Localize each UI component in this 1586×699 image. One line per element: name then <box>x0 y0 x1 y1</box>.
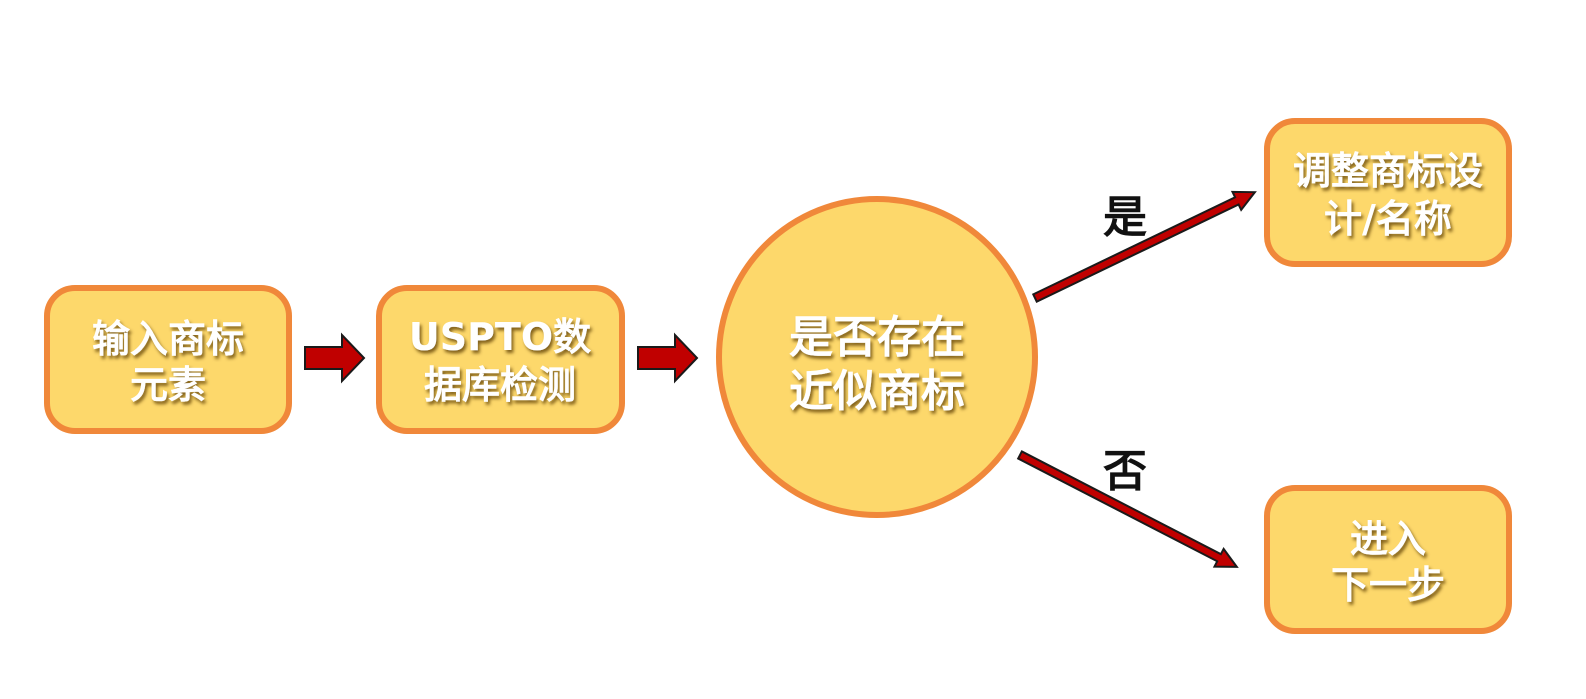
node-input-line-2: 元素 <box>130 363 206 407</box>
arrow-yes-branch <box>1031 190 1257 303</box>
node-adjust-box <box>1264 118 1512 267</box>
node-adjust-line-2: 计/名称 <box>1324 197 1452 241</box>
arrow-uspto-to-decision <box>637 332 699 384</box>
node-decision-line-1: 是否存在 <box>789 312 965 363</box>
node-decision-circle <box>716 196 1038 518</box>
node-uspto-check: USPTO数 据库检测 <box>376 285 625 434</box>
arrow-no-branch <box>1016 450 1239 568</box>
node-next-line-1: 进入 <box>1350 517 1426 561</box>
node-decision-similar-trademark: 是否存在 近似商标 <box>716 196 1038 518</box>
label-no: 否 <box>1103 446 1147 497</box>
node-adjust-line-1: 调整商标设 <box>1293 149 1483 193</box>
node-adjust-design: 调整商标设 计/名称 <box>1264 118 1512 267</box>
node-next-step: 进入 下一步 <box>1264 485 1512 634</box>
node-input-line-1: 输入商标 <box>92 317 244 361</box>
node-next-box <box>1264 485 1512 634</box>
arrow-input-to-uspto <box>304 332 366 384</box>
node-next-line-2: 下一步 <box>1331 563 1445 607</box>
node-uspto-box <box>376 285 625 434</box>
node-input-trademark: 输入商标 元素 <box>44 285 292 434</box>
node-uspto-line-1: USPTO数 <box>409 315 591 359</box>
node-input-box <box>44 285 292 434</box>
node-uspto-line-2: 据库检测 <box>424 363 576 407</box>
node-decision-line-2: 近似商标 <box>789 366 965 417</box>
label-yes: 是 <box>1103 192 1147 243</box>
